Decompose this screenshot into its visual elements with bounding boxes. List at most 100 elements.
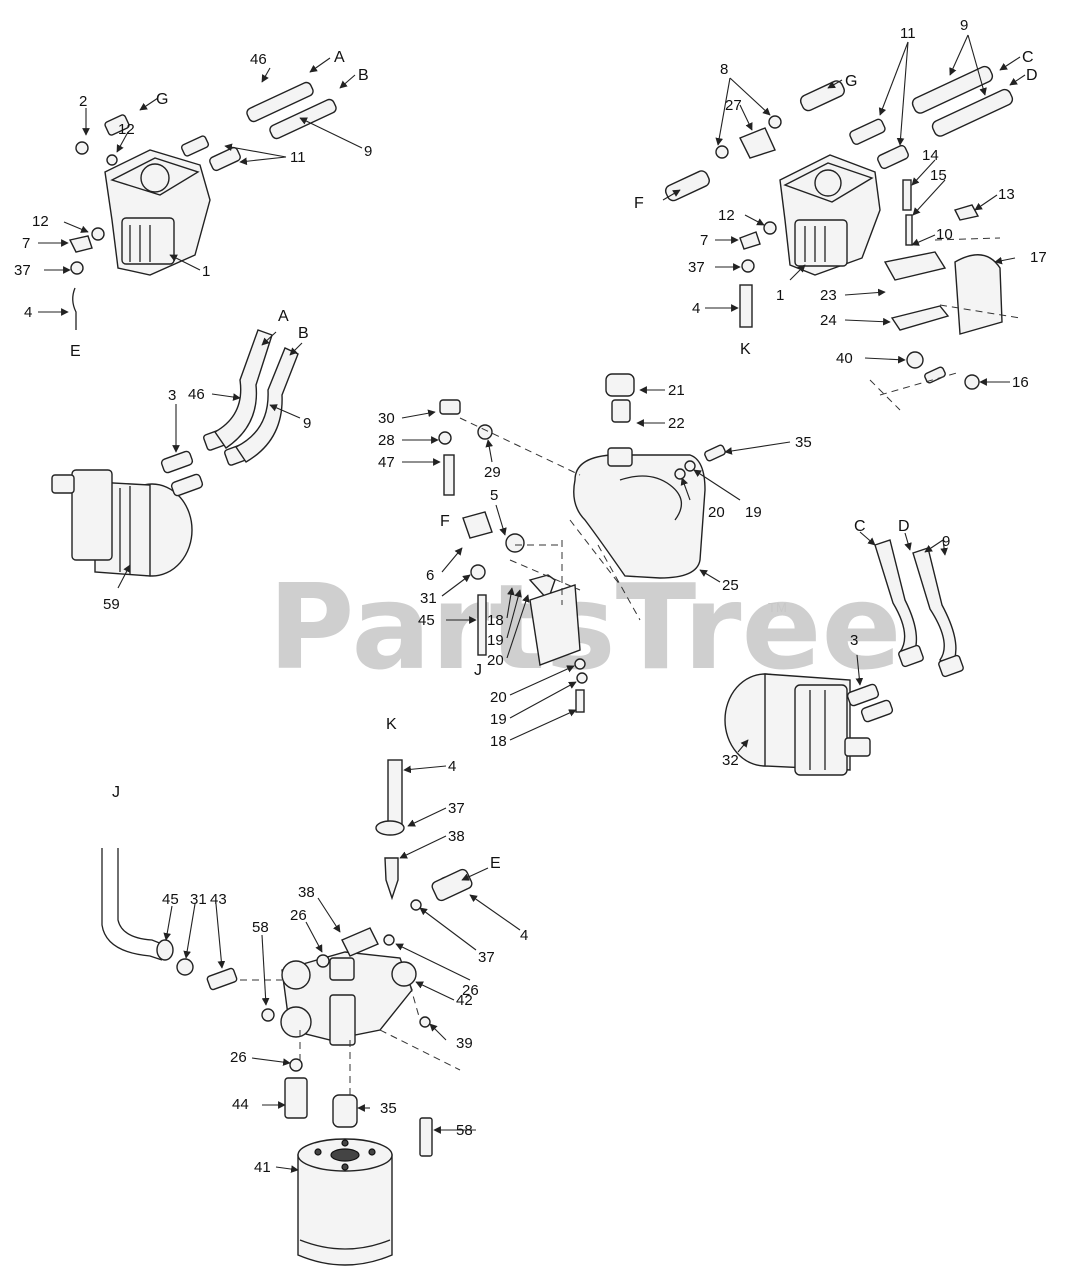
callout-26: 26 [290, 907, 307, 924]
callout-1: 1 [776, 287, 784, 304]
callout-12: 12 [718, 207, 735, 224]
connector-b: B [358, 67, 369, 84]
callout-22: 22 [668, 415, 685, 432]
callout-14: 14 [922, 147, 939, 164]
callout-31: 31 [190, 891, 207, 908]
callout-3: 3 [168, 387, 176, 404]
callout-41: 42 [456, 992, 473, 1009]
callout-47: 58 [456, 1122, 473, 1139]
callout-23: 23 [820, 287, 837, 304]
connector-d: D [898, 518, 910, 535]
callout-10: 10 [936, 226, 953, 243]
callout-40: 41 [254, 1159, 271, 1176]
callout-4: 4 [520, 927, 528, 944]
callout-37: 38 [298, 884, 315, 901]
connector-d: D [1026, 67, 1038, 84]
callout-1: 1 [202, 263, 210, 280]
callout-25: 25 [722, 577, 739, 594]
callout-4: 4 [692, 300, 700, 317]
callout-30: 30 [378, 410, 395, 427]
callout-36: 37 [448, 800, 465, 817]
callout-3: 3 [850, 632, 858, 649]
connector-g: G [845, 73, 857, 90]
callout-19: 19 [745, 504, 762, 521]
callout-7: 7 [22, 235, 30, 252]
callout-20: 20 [490, 689, 507, 706]
callout-15: 15 [930, 167, 947, 184]
connector-k: K [386, 716, 397, 733]
callout-39: 40 [836, 350, 853, 367]
callout-42: 43 [210, 891, 227, 908]
part-number-labels: 46 2 12 11 9 12 7 37 4 1 8 27 11 9 14 15… [14, 17, 1047, 1176]
callout-35: 35 [795, 434, 812, 451]
callout-28: 28 [378, 432, 395, 449]
valve-assembly-top-right [664, 65, 1021, 411]
callout-4: 4 [448, 758, 456, 775]
callout-9: 9 [303, 415, 311, 432]
callout-12: 12 [32, 213, 49, 230]
callout-2: 2 [79, 93, 87, 110]
callout-43: 44 [232, 1096, 249, 1113]
callout-13: 13 [998, 186, 1015, 203]
callout-20: 20 [708, 504, 725, 521]
callout-59: 59 [103, 596, 120, 613]
connector-b: B [298, 325, 309, 342]
callout-19: 19 [490, 711, 507, 728]
connector-g: G [156, 91, 168, 108]
connector-f: F [634, 195, 644, 212]
callout-18: 18 [490, 733, 507, 750]
callout-45: 46 [188, 386, 205, 403]
partstree-watermark: PartsTree [268, 558, 902, 696]
callout-11: 11 [290, 149, 306, 166]
callout-6: 6 [426, 567, 434, 584]
callout-32: 32 [722, 752, 739, 769]
connector-k: K [740, 341, 751, 358]
connector-a: A [334, 49, 345, 66]
hydraulic-motor-left [51, 329, 299, 577]
callout-58: 58 [252, 919, 269, 936]
connector-e: E [70, 343, 81, 360]
connector-a: A [278, 308, 289, 325]
connector-letter-labels: A B G E G C D F K A B F J C D K J E [70, 49, 1038, 872]
callout-27: 27 [725, 97, 742, 114]
callout-12: 12 [118, 121, 135, 138]
callout-36: 37 [478, 949, 495, 966]
leader-arrows [38, 34, 1026, 1173]
callout-24: 24 [820, 312, 837, 329]
callout-9: 9 [364, 143, 372, 160]
callout-37: 38 [448, 828, 465, 845]
callout-36: 37 [14, 262, 31, 279]
callout-20: 20 [487, 652, 504, 669]
reservoir-tank-center [438, 373, 726, 713]
callout-21: 21 [668, 382, 685, 399]
callout-7: 7 [700, 232, 708, 249]
trademark-mark: TM [768, 600, 787, 615]
callout-9: 9 [942, 533, 950, 550]
callout-9: 9 [960, 17, 968, 34]
connector-f: F [440, 513, 450, 530]
callout-29: 29 [484, 464, 501, 481]
callout-26: 26 [230, 1049, 247, 1066]
callout-11: 11 [900, 25, 916, 42]
valve-assembly-top-left [68, 81, 337, 330]
callout-8: 8 [720, 61, 728, 78]
callout-19: 19 [487, 632, 504, 649]
callout-17: 17 [1030, 249, 1047, 266]
callout-31: 31 [420, 590, 437, 607]
callout-36: 37 [688, 259, 705, 276]
callout-4: 4 [24, 304, 32, 321]
callout-26: 26 [462, 982, 479, 999]
filter-assembly-bottom [101, 759, 473, 1266]
connector-c: C [854, 518, 866, 535]
callout-44: 45 [162, 891, 179, 908]
callout-34: 35 [380, 1100, 397, 1117]
connector-j: J [112, 784, 120, 801]
connector-e: E [490, 855, 501, 872]
callout-45: 46 [250, 51, 267, 68]
connector-c: C [1022, 49, 1034, 66]
callout-38: 39 [456, 1035, 473, 1052]
callout-18: 18 [487, 612, 504, 629]
callout-44: 45 [418, 612, 435, 629]
connector-j: J [474, 662, 482, 679]
